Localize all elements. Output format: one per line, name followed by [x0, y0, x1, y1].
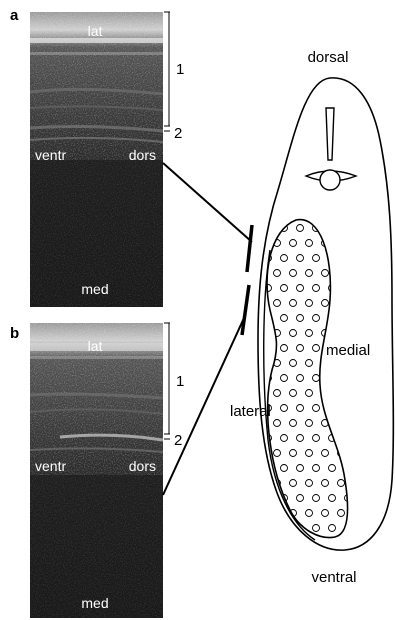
- us-label-med-a: med: [81, 281, 108, 297]
- panel-b-letter: b: [10, 325, 19, 342]
- scale-label-1-a: 1: [176, 61, 184, 78]
- scale-label-2-a: 2: [174, 125, 182, 142]
- pattern-dot: [265, 495, 272, 502]
- pattern-dot: [281, 525, 288, 532]
- us-label-lat-a: lat: [88, 23, 103, 39]
- us-label-ventr-a: ventr: [35, 147, 66, 163]
- pattern-dot: [265, 525, 272, 532]
- pattern-dot: [274, 540, 281, 547]
- pattern-dot: [290, 540, 297, 547]
- us-label-med-b: med: [81, 595, 108, 611]
- us-label-dors-a: dors: [129, 147, 156, 163]
- cross-section-diagram: dorsal medial lateral ventral: [230, 49, 393, 586]
- us-label-ventr-b: ventr: [35, 458, 66, 474]
- scale-label-2-b: 2: [174, 432, 182, 449]
- label-ventral: ventral: [311, 569, 356, 586]
- label-medial: medial: [326, 342, 370, 359]
- us-label-lat-b: lat: [88, 338, 103, 354]
- pattern-dot: [274, 510, 281, 517]
- panel-a-letter: a: [10, 7, 19, 24]
- scale-label-1-b: 1: [176, 373, 184, 390]
- us-label-dors-b: dors: [129, 458, 156, 474]
- depth-scale-b: [164, 323, 170, 439]
- label-lateral: lateral: [230, 403, 271, 420]
- depth-scale-a: [164, 12, 170, 131]
- connector-line-a: [163, 163, 252, 242]
- probe-marker-b: [242, 285, 249, 335]
- panel-b: b lat ventr dors med 1 2: [10, 323, 184, 618]
- probe-marker-a: [247, 225, 252, 272]
- label-dorsal: dorsal: [308, 49, 349, 66]
- panel-a: a lat ventr dors med 1 2: [10, 7, 184, 307]
